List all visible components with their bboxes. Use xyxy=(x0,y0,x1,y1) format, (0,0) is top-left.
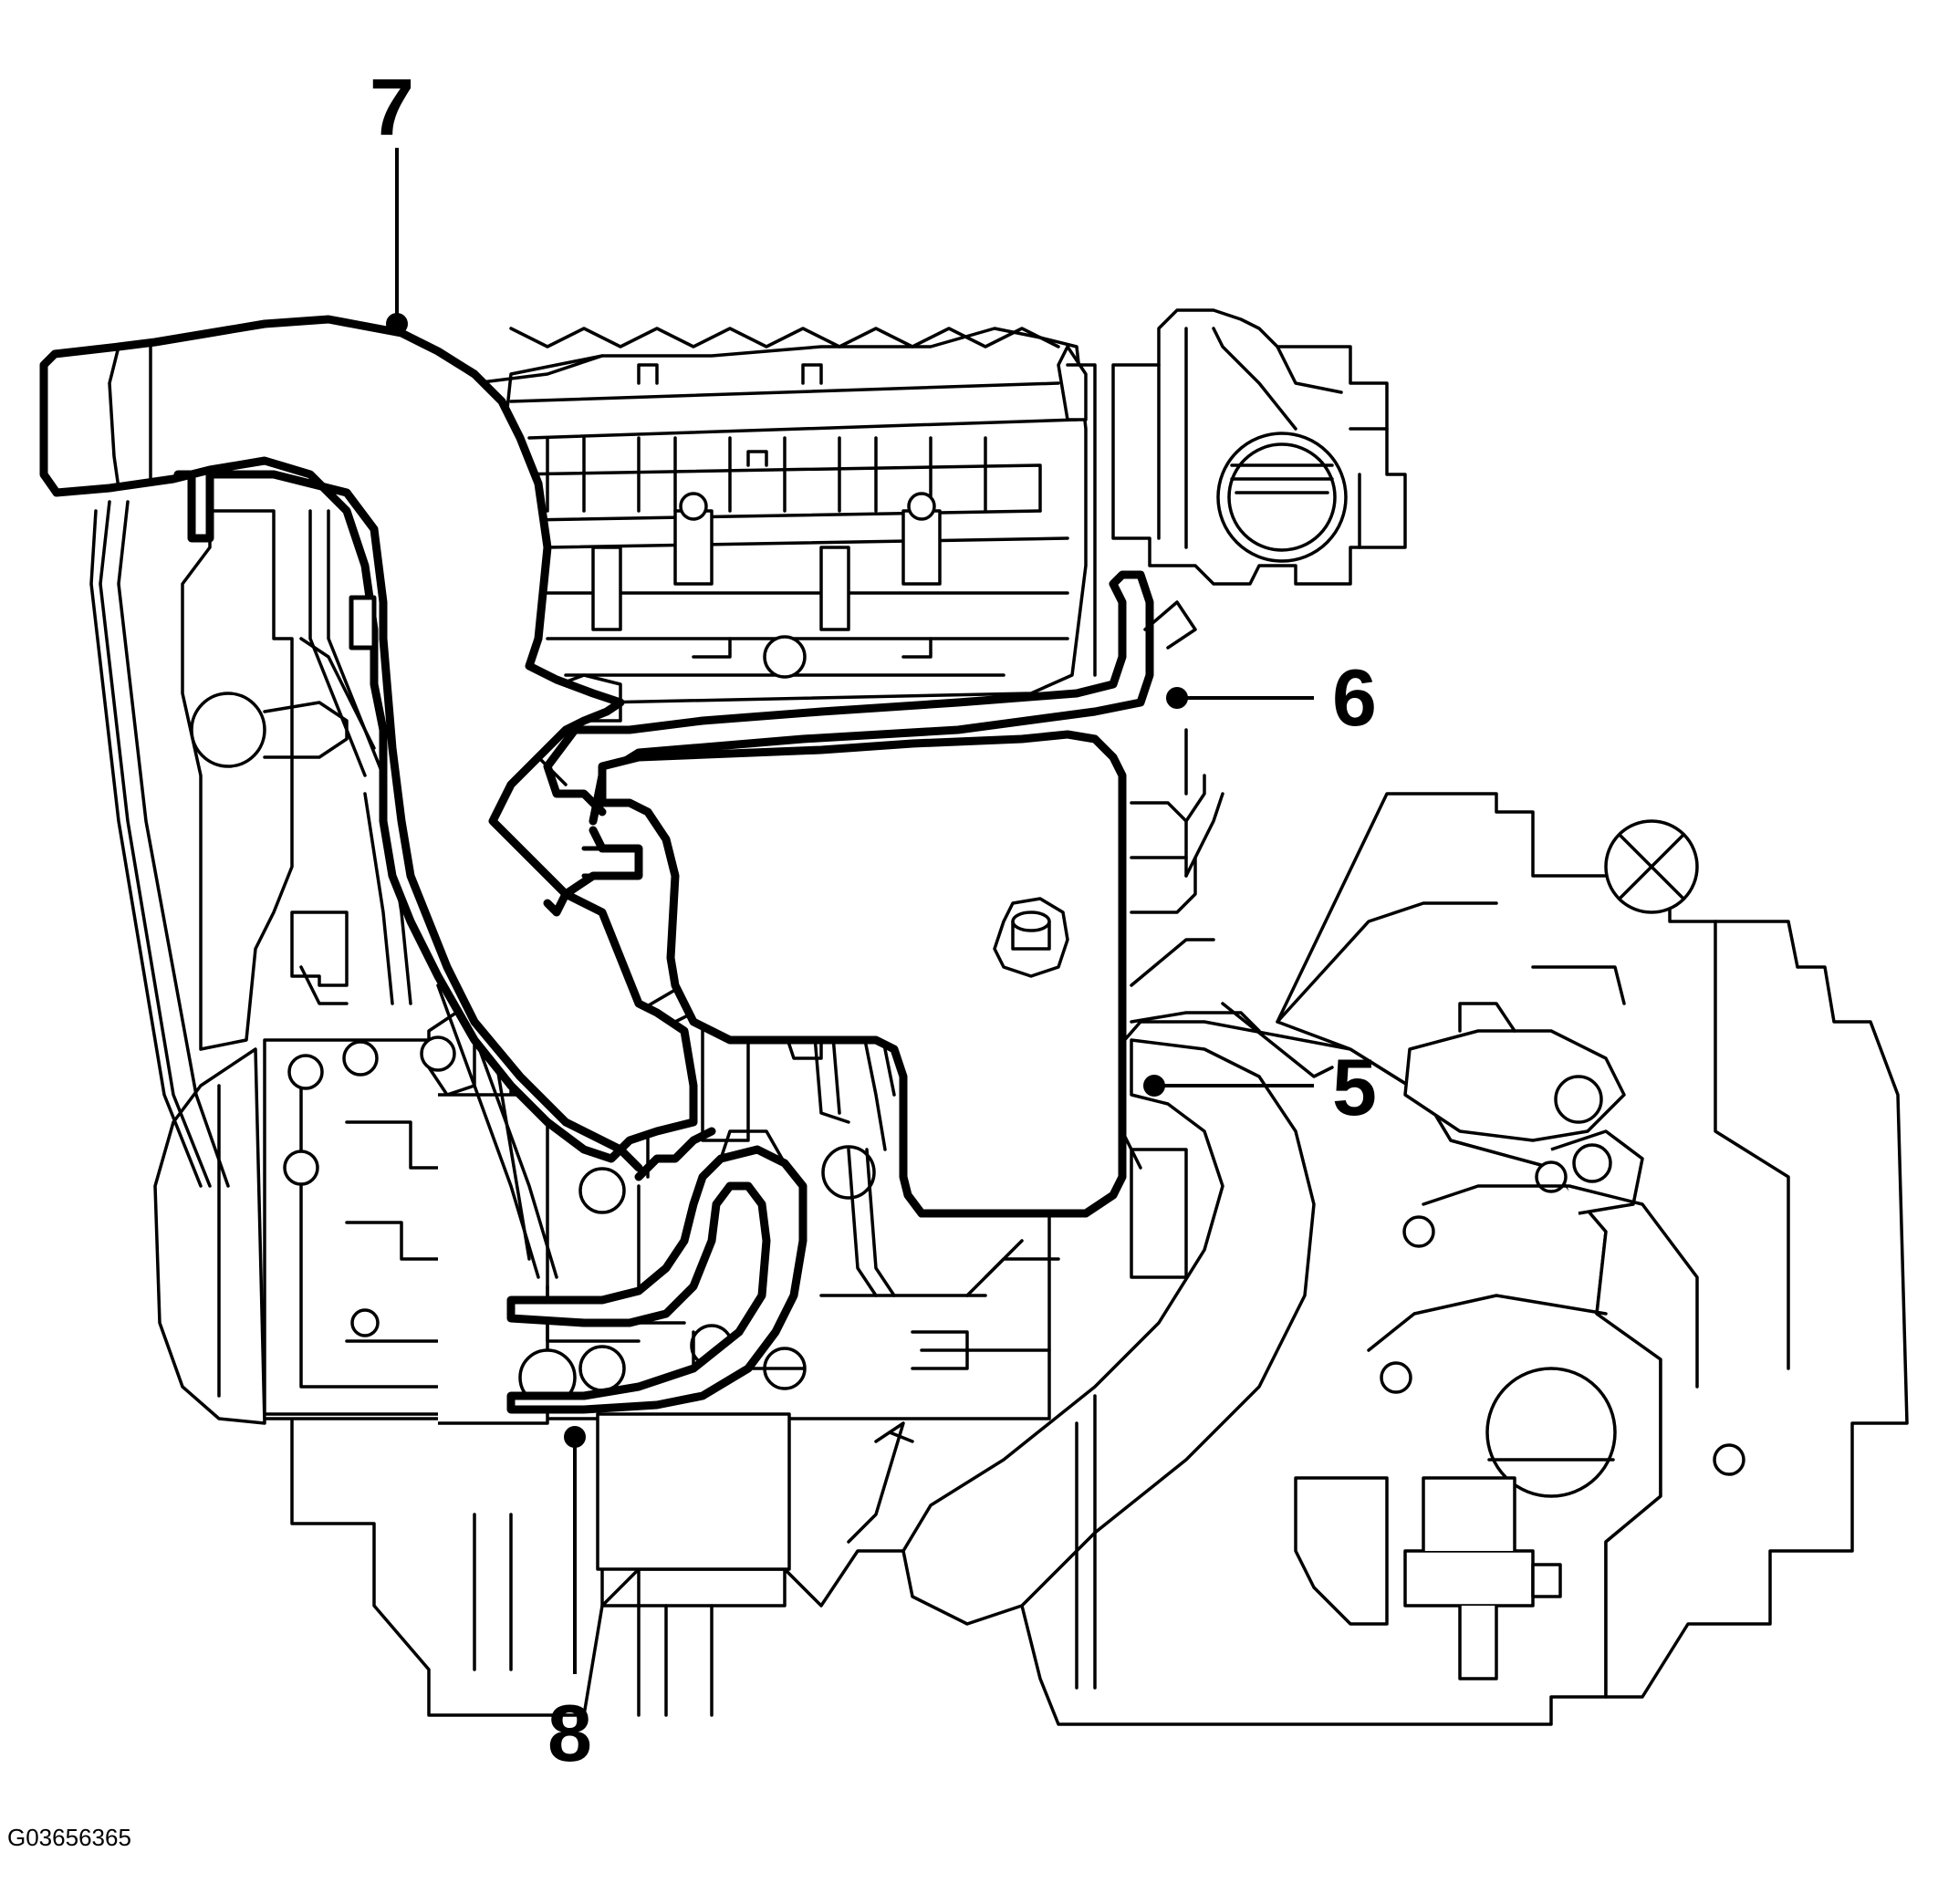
figure-id: G03656365 xyxy=(7,1824,131,1851)
engine-block-outline xyxy=(89,308,1909,1726)
callout-leaders xyxy=(386,148,1314,1674)
callout-7: 7 xyxy=(370,62,414,152)
leader-5-dot xyxy=(1143,1075,1165,1097)
coolant-reservoir-5 xyxy=(598,730,1127,1218)
coolant-pipe-6 xyxy=(543,570,1197,917)
leader-7-dot xyxy=(386,313,408,335)
leader-6-dot xyxy=(1166,687,1188,709)
callout-6: 6 xyxy=(1332,652,1377,743)
upper-hose-7 xyxy=(39,315,698,1172)
callout-8: 8 xyxy=(547,1688,592,1778)
leader-8-dot xyxy=(564,1426,586,1448)
callout-5: 5 xyxy=(1332,1042,1377,1132)
lower-hose-8 xyxy=(506,1129,808,1414)
